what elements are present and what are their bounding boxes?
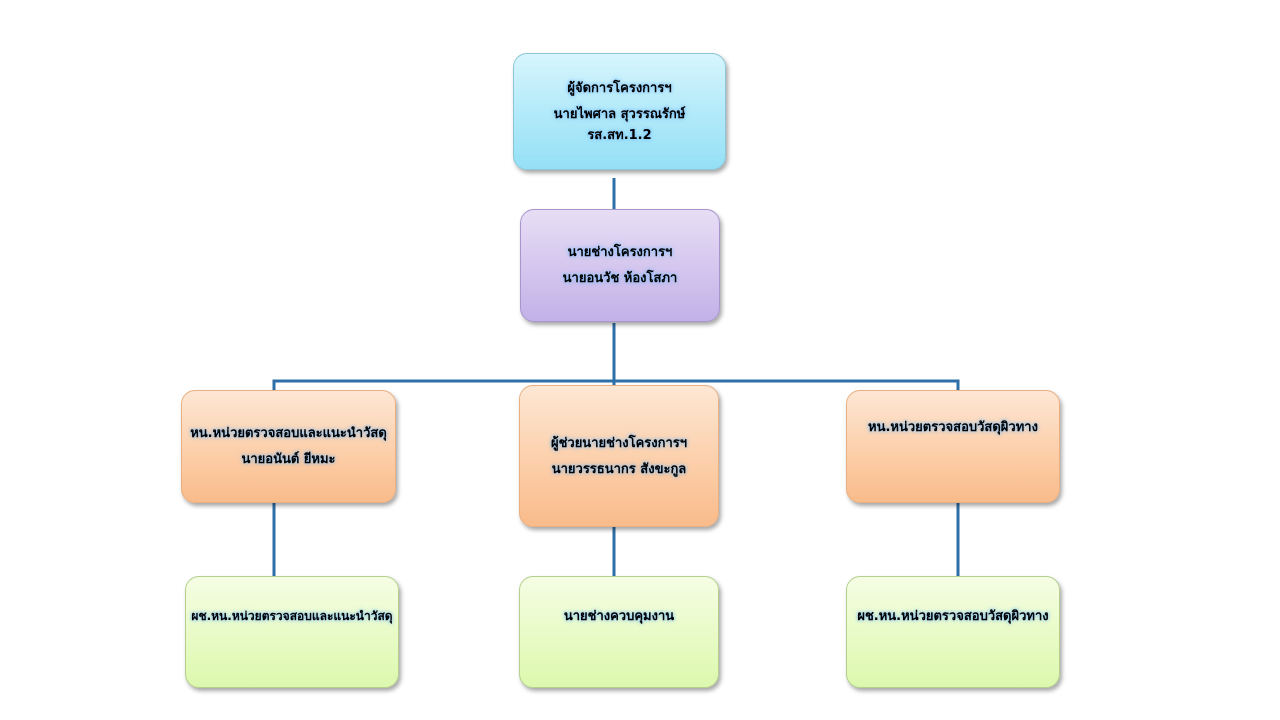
assistant-engineer-name: นายวรรธนากร สังขะกูล <box>551 461 687 477</box>
project-manager-code: รส.สท.1.2 <box>587 127 652 143</box>
project-engineer-name: นายอนวัช ห้องโสภา <box>562 271 678 286</box>
material-unit-head-role: หน.หน่วยตรวจสอบและแนะนำวัสดุ <box>190 426 387 441</box>
surface-unit-head-box: หน.หน่วยตรวจสอบวัสดุผิวทาง <box>846 390 1060 503</box>
supervisor-role: นายช่างควบคุมงาน <box>563 609 675 624</box>
surface-unit-assistant-box: ผช.หน.หน่วยตรวจสอบวัสดุผิวทาง <box>846 576 1060 688</box>
project-engineer-role: นายช่างโครงการฯ <box>567 245 673 260</box>
project-manager-name: นายไพศาล สุวรรณรักษ์ <box>553 106 686 122</box>
supervisor-box: นายช่างควบคุมงาน <box>519 576 719 688</box>
material-unit-assistant-role: ผช.หน.หน่วยตรวจสอบและแนะนำวัสดุ <box>191 609 393 623</box>
material-unit-head-box: หน.หน่วยตรวจสอบและแนะนำวัสดุ นายอนันต์ ย… <box>181 390 396 503</box>
connector-horizontal-bus <box>272 379 960 390</box>
project-manager-role: ผู้จัดการโครงการฯ <box>567 80 672 96</box>
surface-unit-assistant-role: ผช.หน.หน่วยตรวจสอบวัสดุผิวทาง <box>857 609 1049 624</box>
material-unit-head-name: นายอนันต์ ยีหมะ <box>241 452 336 467</box>
surface-unit-head-role: หน.หน่วยตรวจสอบวัสดุผิวทาง <box>868 420 1038 435</box>
material-unit-assistant-box: ผช.หน.หน่วยตรวจสอบและแนะนำวัสดุ <box>185 576 399 688</box>
project-engineer-box: นายช่างโครงการฯ นายอนวัช ห้องโสภา <box>520 209 720 322</box>
assistant-engineer-role: ผู้ช่วยนายช่างโครงการฯ <box>550 435 688 451</box>
assistant-engineer-box: ผู้ช่วยนายช่างโครงการฯ นายวรรธนากร สังขะ… <box>519 385 719 527</box>
project-manager-box: ผู้จัดการโครงการฯ นายไพศาล สุวรรณรักษ์ ร… <box>513 53 726 170</box>
